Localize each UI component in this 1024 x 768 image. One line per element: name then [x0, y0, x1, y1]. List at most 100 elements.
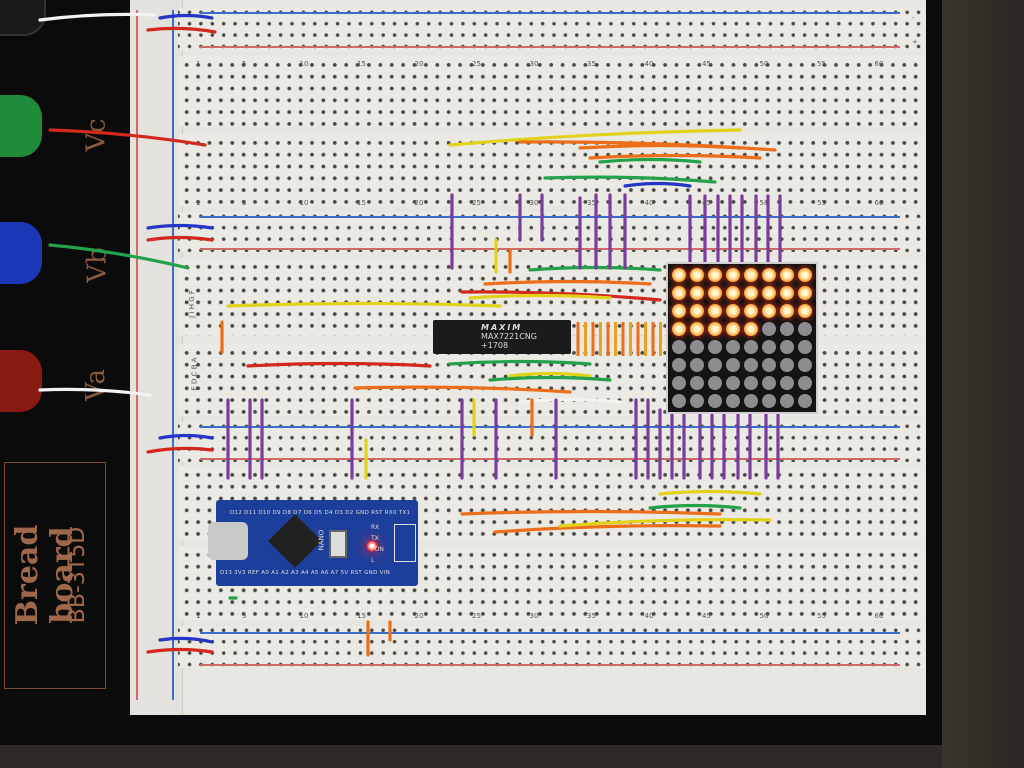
jumper-wire [578, 143, 742, 150]
nano-bottom-pin-labels: D13 3V3 REF A0 A1 A2 A3 A4 A5 A6 A7 5V R… [220, 570, 391, 576]
rail-sign-plus: + [912, 38, 918, 46]
led-3-4 [744, 322, 758, 336]
jumper-wire [508, 371, 592, 378]
column-number: 20 [414, 612, 424, 620]
wooden-table [942, 0, 1024, 768]
led-4-2 [708, 340, 722, 354]
column-number: 25 [472, 60, 481, 68]
column-number: 55 [817, 199, 826, 207]
led-2-7 [798, 304, 812, 318]
led-4-1 [690, 340, 704, 354]
rail-line-positive [200, 664, 900, 666]
column-number: 15 [357, 199, 366, 207]
led-5-6 [780, 358, 794, 372]
led-7-1 [690, 394, 704, 408]
led-5-0 [672, 358, 686, 372]
column-number: 45 [702, 60, 711, 68]
jumper-wire [460, 290, 662, 302]
led-6-0 [672, 376, 686, 390]
binding-post-vc [0, 95, 42, 157]
led-5-5 [762, 358, 776, 372]
column-number: 25 [472, 612, 481, 620]
led-5-3 [726, 358, 740, 372]
binding-post-vb [0, 222, 42, 284]
led-5-1 [690, 358, 704, 372]
led-3-3 [726, 322, 740, 336]
led-1-7 [798, 286, 812, 300]
led-0-2 [708, 268, 722, 282]
rail-line-positive [136, 10, 138, 700]
column-number: 40 [644, 199, 654, 207]
jumper-wire [488, 375, 612, 382]
led-2-0 [672, 304, 686, 318]
jumper-wire [448, 359, 592, 366]
reset-button[interactable] [329, 530, 347, 558]
column-number: 15 [357, 60, 366, 68]
column-number: 35 [587, 60, 596, 68]
binding-post-va [0, 350, 42, 412]
jumper-wire [448, 128, 742, 147]
column-number: 1 [196, 60, 201, 68]
led-1-4 [744, 286, 758, 300]
led-2-6 [780, 304, 794, 318]
chip-brand: MAXIM [481, 323, 523, 332]
power-led [366, 540, 378, 552]
arduino-nano-board: D12 D11 D10 D9 D8 D7 D6 D5 D4 D3 D2 GND … [208, 500, 418, 586]
rail-line-negative [200, 216, 900, 218]
led-0-5 [762, 268, 776, 282]
rail-line-negative [200, 632, 900, 634]
led-6-4 [744, 376, 758, 390]
led-6-1 [690, 376, 704, 390]
nano-status-labels: RX TX PON L [371, 522, 384, 566]
jumper-wire [648, 503, 742, 510]
max7221-driver-chip: MAXIM MAX7221CNG +1708 [433, 320, 571, 354]
led-1-2 [708, 286, 722, 300]
rail-line-positive [200, 458, 900, 460]
column-number: 60 [874, 60, 884, 68]
column-number: 25 [472, 199, 481, 207]
l-label: L [371, 557, 375, 564]
jumper-wire [598, 157, 702, 164]
column-number: 45 [702, 612, 711, 620]
column-number: 30 [529, 199, 539, 207]
jumper-wire [353, 385, 572, 394]
jumper-wire [460, 509, 722, 516]
column-number: 5 [242, 612, 247, 620]
jumper-wire [48, 128, 207, 147]
terminal-strip-1 [178, 56, 924, 126]
jumper-wire [588, 153, 762, 160]
led-7-6 [780, 394, 794, 408]
column-number: 30 [529, 612, 539, 620]
jumper-wire [158, 13, 214, 20]
pon-label: PON [371, 546, 384, 553]
column-number: 50 [759, 199, 769, 207]
column-number: 50 [759, 612, 769, 620]
column-number: 20 [414, 60, 424, 68]
led-matrix-8x8 [666, 262, 818, 414]
led-4-6 [780, 340, 794, 354]
jumper-wire [468, 293, 612, 300]
column-number: 5 [242, 60, 247, 68]
chip-date-code: +1708 [481, 341, 509, 350]
row-letters-lower: E D C B A [190, 357, 199, 391]
led-7-2 [708, 394, 722, 408]
column-number: 55 [817, 612, 826, 620]
led-0-0 [672, 268, 686, 282]
jumper-wire [623, 181, 692, 188]
led-1-6 [780, 286, 794, 300]
jumper-wire [146, 647, 214, 654]
column-number: 15 [357, 612, 366, 620]
led-2-5 [762, 304, 776, 318]
led-1-1 [690, 286, 704, 300]
led-6-2 [708, 376, 722, 390]
column-number: 45 [702, 199, 711, 207]
led-0-3 [726, 268, 740, 282]
led-7-5 [762, 394, 776, 408]
column-number: 1 [196, 612, 201, 620]
power-rail-1 [178, 8, 924, 50]
rail-line-positive [200, 248, 900, 250]
led-2-4 [744, 304, 758, 318]
led-4-0 [672, 340, 686, 354]
brand-frame [4, 462, 106, 689]
column-number: 40 [644, 60, 654, 68]
